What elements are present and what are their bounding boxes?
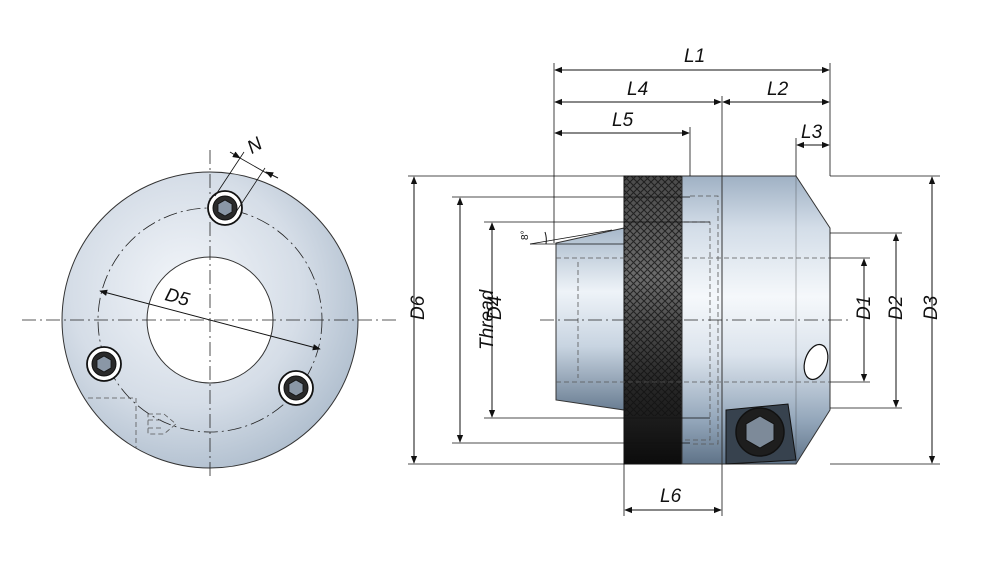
dimension-lines-left (408, 175, 710, 465)
hex-screw-right (278, 370, 314, 406)
dimension-lines-right (830, 175, 940, 465)
front-view: N D5 (22, 133, 398, 478)
label-d6: D6 (408, 295, 429, 320)
side-hole (803, 343, 829, 381)
angle-indicator (529, 229, 624, 245)
side-view: 8° L1 L4 L2 L5 L3 L6 (408, 46, 942, 516)
label-d2: D2 (886, 295, 907, 320)
cone-hub (555, 227, 625, 411)
label-l4: L4 (627, 79, 648, 100)
hex-screw-left (86, 346, 122, 382)
label-l3: L3 (801, 122, 823, 143)
label-l6: L6 (660, 486, 682, 507)
label-d3: D3 (921, 295, 942, 320)
label-thread: Thread (477, 288, 498, 350)
label-l2: L2 (767, 79, 789, 100)
label-l1: L1 (684, 46, 705, 67)
dimension-lines-top (553, 63, 831, 243)
label-n: N (244, 133, 267, 158)
set-screw-hidden-detail (88, 397, 177, 448)
hex-screw-top (207, 190, 243, 226)
dimension-n (214, 151, 279, 213)
label-d1: D1 (854, 296, 875, 320)
label-angle: 8° (520, 230, 531, 240)
label-l5: L5 (612, 110, 634, 131)
label-d4: D4 (485, 296, 506, 320)
dimension-d5 (99, 289, 321, 351)
clamp-hex-screw (725, 403, 797, 465)
